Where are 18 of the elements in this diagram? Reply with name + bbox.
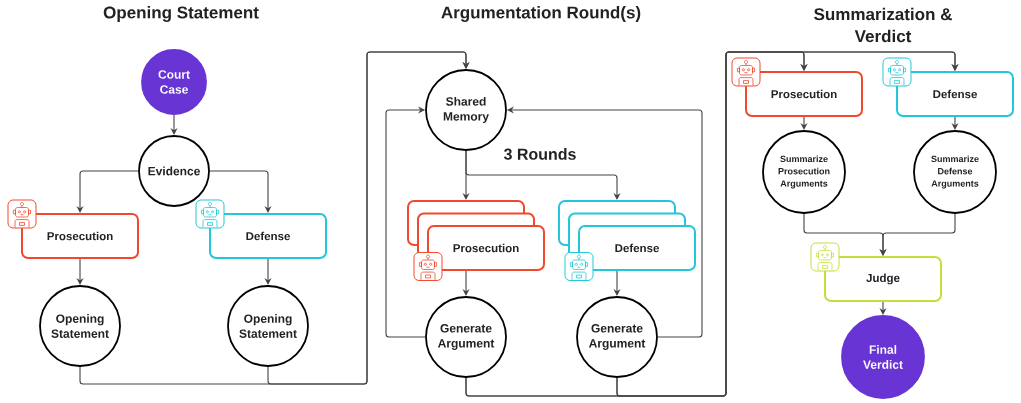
arrow xyxy=(465,150,621,200)
arrow xyxy=(616,51,959,397)
arrow xyxy=(267,51,470,385)
agent-box: Prosecution xyxy=(745,71,863,117)
stacked-agent-box: Prosecution xyxy=(407,200,545,271)
agent-box: Prosecution xyxy=(21,213,139,259)
agent-box: Defense xyxy=(896,71,1014,117)
stacked-agent-box: Defense xyxy=(558,200,696,271)
arrow xyxy=(385,106,426,338)
agent-box: Judge xyxy=(824,256,942,302)
node-label: Defense xyxy=(615,243,659,253)
rounds-label: 3 Rounds xyxy=(503,148,576,160)
agent-box: Defense xyxy=(209,213,327,259)
section-title: Opening Statement xyxy=(103,6,259,22)
section-title: Argumentation Round(s) xyxy=(441,6,641,22)
section-title: Summarization & Verdict xyxy=(814,7,952,43)
node-label: Prosecution xyxy=(453,243,519,253)
arrow xyxy=(209,170,272,213)
